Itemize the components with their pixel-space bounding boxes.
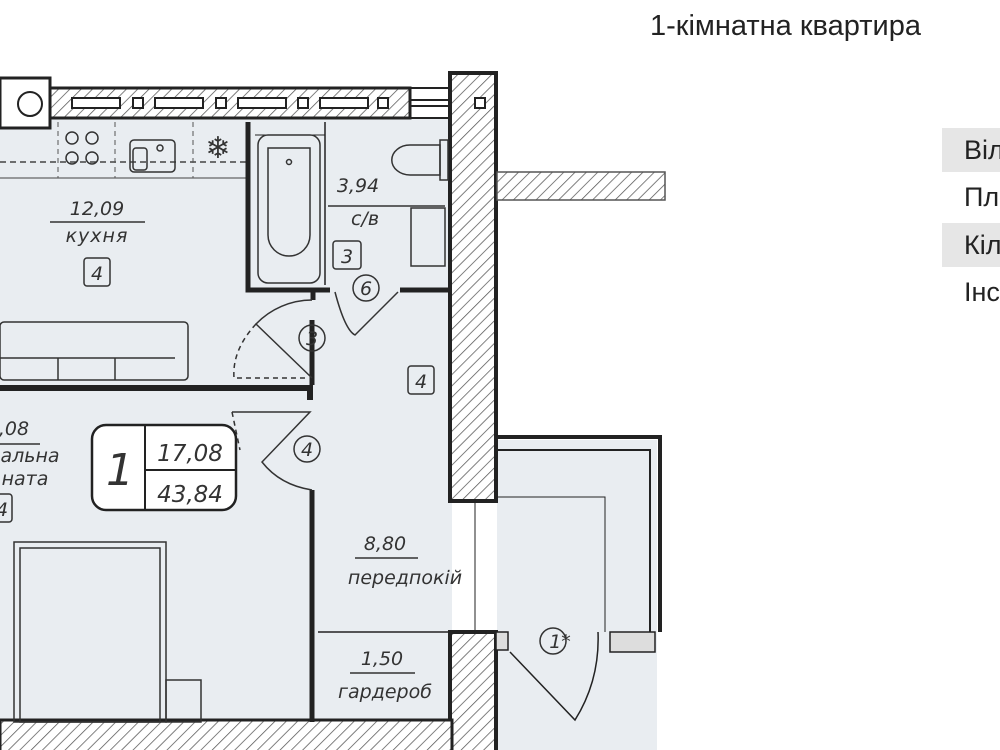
- window: [410, 87, 452, 119]
- neighbor-wall: [496, 171, 666, 201]
- bathroom-area: 3,94: [337, 175, 379, 197]
- info-row-2: Пл: [964, 182, 1000, 212]
- hallway-name: передпокій: [348, 567, 462, 589]
- kitchen-door-number: 3: [306, 328, 318, 350]
- badge-living-area: 17,08: [157, 441, 223, 467]
- hallway-area: 8,80: [364, 533, 406, 555]
- exterior-wall-bottom: [0, 718, 454, 750]
- bedroom-name-line2: ната: [2, 468, 49, 490]
- bathroom-door-number: 6: [360, 278, 372, 300]
- entrance-door-number: 1*: [549, 631, 571, 653]
- entrance-door-swing: [509, 631, 599, 722]
- stove-icon: [65, 131, 99, 165]
- bathtub: [257, 134, 321, 284]
- kitchen-name: кухня: [66, 225, 129, 247]
- bedroom-area: ,08: [0, 418, 29, 440]
- bed: [13, 541, 202, 723]
- kitchen-tag: 4: [91, 263, 103, 285]
- wall-vents: [71, 97, 389, 109]
- page-title: 1-кімнатна квартира: [650, 10, 921, 42]
- vestibule: [474, 435, 662, 653]
- interior-walls: [0, 122, 450, 722]
- badge-total-area: 43,84: [157, 482, 223, 508]
- apartment-badge: 1 17,08 43,84: [90, 423, 238, 512]
- bedroom-tag: 4: [0, 499, 8, 521]
- exterior-wall-right: [448, 71, 498, 503]
- apartment-floor: [0, 118, 452, 722]
- entrance-floor: [497, 440, 657, 750]
- fridge-icon: ❄: [205, 132, 230, 165]
- badge-rooms: 1: [106, 445, 134, 496]
- wardrobe-area: 1,50: [361, 648, 403, 670]
- bathroom-name: с/в: [351, 208, 379, 230]
- washbasin-icon: [410, 207, 446, 267]
- exterior-wall-right-lower: [448, 630, 498, 750]
- kitchen-area: 12,09: [70, 198, 124, 220]
- hallway-tag: 4: [415, 371, 427, 393]
- toilet-icon: [391, 139, 449, 181]
- sofa: [0, 321, 189, 381]
- sink-icon: [129, 139, 176, 173]
- boiler-icon: [17, 91, 43, 117]
- door-swings: [231, 291, 399, 491]
- bedroom-name-line1: альна: [0, 445, 59, 467]
- info-row-3: Кіл: [942, 223, 1000, 267]
- bedroom-door-number: 4: [301, 439, 313, 461]
- info-row-4: Інс: [964, 277, 1000, 307]
- info-row-1: Віл: [942, 128, 1000, 172]
- bathroom-tag: 3: [341, 246, 353, 268]
- wardrobe-name: гардероб: [338, 681, 432, 703]
